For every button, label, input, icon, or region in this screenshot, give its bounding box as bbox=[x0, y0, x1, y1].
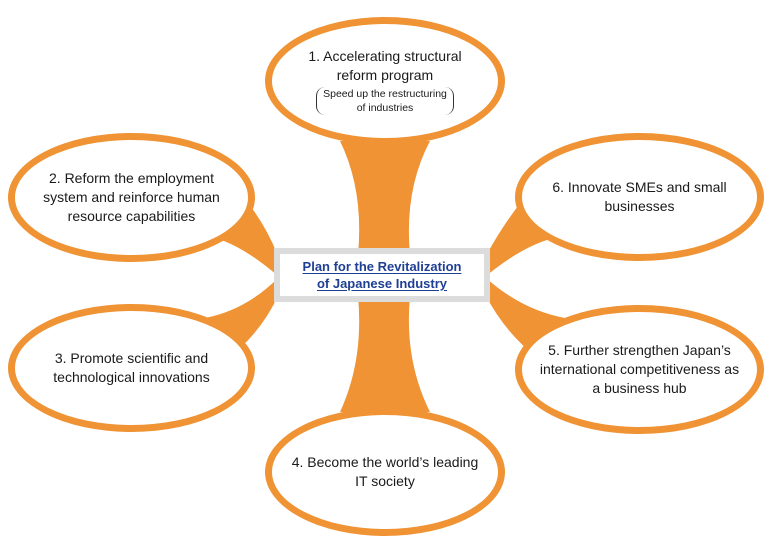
node-1-note: Speed up the restructuring of industries bbox=[316, 87, 454, 115]
node-6-innovate-smes: 6. Innovate SMEs and small businesses bbox=[515, 133, 764, 261]
center-title-line-1: Plan for the Revitalization bbox=[302, 259, 462, 274]
node-5-label: 5. Further strengthen Japan’s internatio… bbox=[539, 342, 740, 396]
node-6-label: 6. Innovate SMEs and small businesses bbox=[552, 179, 727, 214]
node-2-reform-employment-system: 2. Reform the employment system and rein… bbox=[8, 133, 255, 262]
center-title-line-2: of Japanese Industry bbox=[316, 276, 448, 291]
node-4-leading-it-society: 4. Become the world’s leading IT society bbox=[265, 408, 505, 536]
node-2-label: 2. Reform the employment system and rein… bbox=[43, 170, 220, 224]
connector-node-1 bbox=[340, 141, 430, 255]
node-3-promote-innovations: 3. Promote scientific and technological … bbox=[8, 304, 255, 432]
node-3-label: 3. Promote scientific and technological … bbox=[53, 350, 210, 385]
node-1-accelerating-structural-reform: 1. Accelerating structural reform progra… bbox=[265, 17, 505, 145]
center-box-plan-title: Plan for the Revitalization of Japanese … bbox=[274, 248, 490, 302]
node-5-business-hub: 5. Further strengthen Japan’s internatio… bbox=[515, 305, 764, 434]
node-4-label: 4. Become the world’s leading IT society bbox=[291, 454, 479, 489]
connector-node-4 bbox=[340, 296, 430, 412]
node-1-label: 1. Accelerating structural reform progra… bbox=[308, 48, 462, 83]
